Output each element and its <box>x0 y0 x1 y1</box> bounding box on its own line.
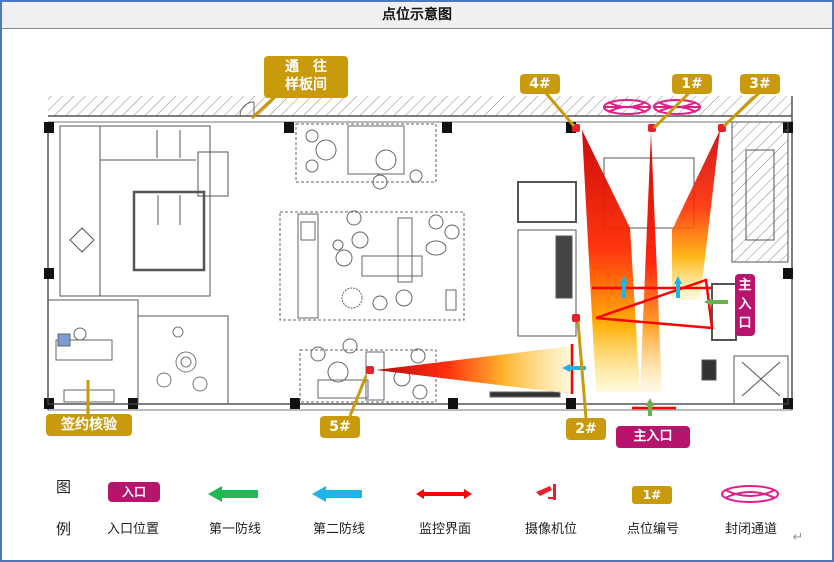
legend-label-monitor: 监控界面 <box>418 522 471 537</box>
legend-label-camera: 摄像机位 <box>524 522 577 537</box>
tag-sample-room: 通 往 样板间 <box>264 56 348 98</box>
legend-heading-2: 例 <box>56 520 72 538</box>
verify-desk <box>55 327 115 403</box>
legend-label-closed: 封闭通道 <box>724 522 777 537</box>
seating-area-center <box>279 210 465 321</box>
legend-label-first-line: 第一防线 <box>208 522 261 537</box>
legend-icons <box>208 484 779 503</box>
doors <box>239 101 255 117</box>
closed-passage-icon <box>603 99 701 115</box>
legend-label-point: 点位编号 <box>626 522 679 537</box>
tag-point-3: 3# <box>740 74 780 94</box>
legend-label-entry: 入口位置 <box>106 522 159 537</box>
seating-area-top <box>295 123 437 190</box>
legend-label-second-line: 第二防线 <box>312 522 365 537</box>
restroom-block <box>47 125 229 405</box>
tag-point-4: 4# <box>520 74 560 94</box>
legend-heading-1: 图 <box>56 478 72 496</box>
display-block <box>517 157 695 337</box>
second-line-arrows <box>562 276 682 372</box>
entry-char: 口 <box>738 316 752 331</box>
first-line-arrows <box>646 298 728 416</box>
page-title: 点位示意图 <box>2 2 832 29</box>
camera-coverage <box>376 130 720 394</box>
main-entrance-bottom: 主入口 <box>616 426 690 448</box>
entry-char: 主 <box>738 278 752 293</box>
legend-point-badge: 1# <box>632 486 672 504</box>
tag-line-2: 样板间 <box>285 77 327 93</box>
tag-point-2: 2# <box>566 418 606 440</box>
main-entrance-right: 主 入 口 <box>735 274 755 336</box>
entry-char: 入 <box>738 297 752 312</box>
tag-line-1: 通 往 <box>285 59 327 75</box>
lounge-tables <box>156 326 208 392</box>
stair-core <box>701 121 789 405</box>
exterior-wall-bottom <box>48 403 792 411</box>
tag-point-5: 5# <box>320 416 360 438</box>
tag-point-1: 1# <box>672 74 712 94</box>
return-mark: ↵ <box>792 530 804 545</box>
tag-sign-verify: 签约核验 <box>46 414 132 436</box>
legend-entry-badge: 入口 <box>108 482 160 502</box>
